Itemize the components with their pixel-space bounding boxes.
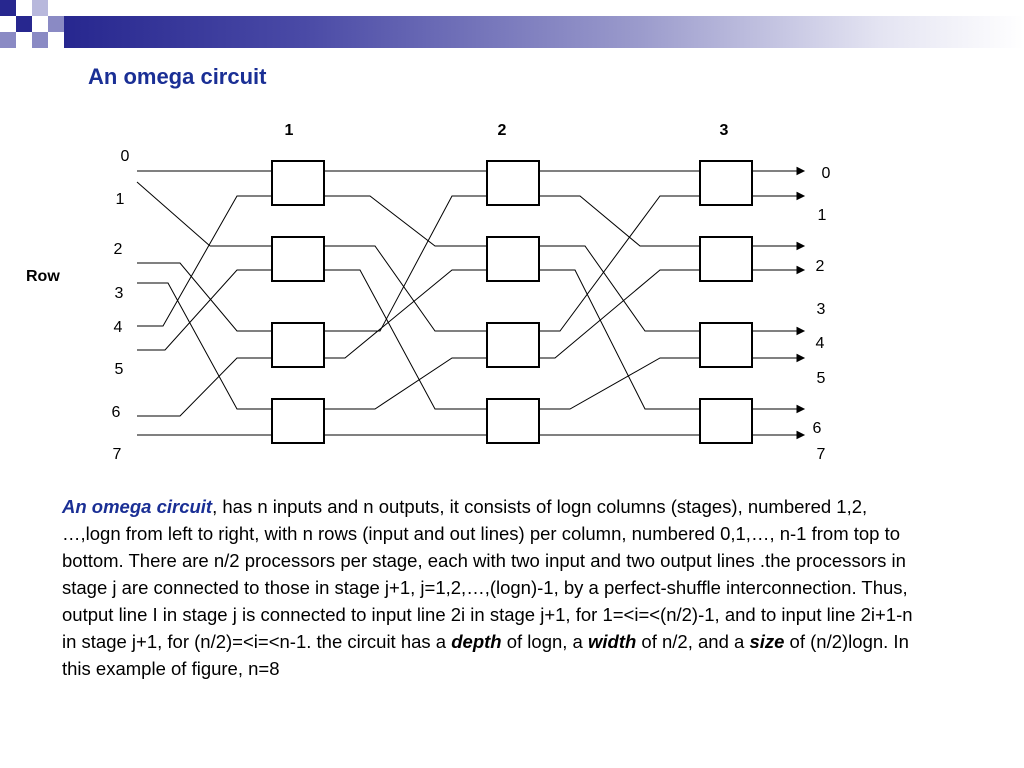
input-line-6 — [137, 357, 272, 417]
stage-labels: 1 2 3 — [285, 122, 729, 139]
arrowhead-icon — [796, 326, 806, 336]
shuffle-line — [539, 195, 700, 332]
decor-square — [48, 16, 64, 32]
shuffle-line — [324, 357, 487, 410]
decor-square — [0, 0, 16, 16]
input-row-label: 5 — [115, 361, 124, 378]
stage-label: 1 — [285, 122, 294, 139]
slide-title: An omega circuit — [88, 64, 267, 89]
description-text: of n/2, and a — [636, 631, 750, 652]
input-line-2 — [137, 262, 272, 332]
arrowhead-icon — [796, 353, 806, 363]
shuffle-line — [324, 269, 487, 410]
shuffle-line — [539, 269, 700, 410]
row-axis-label: Row — [26, 268, 60, 285]
shuffle-line — [324, 245, 487, 332]
shuffle-line — [539, 269, 700, 359]
decor-square — [32, 0, 48, 16]
input-line-5 — [137, 269, 272, 351]
arrowhead-icon — [796, 241, 806, 251]
input-line-1 — [136, 181, 211, 247]
omega-network-diagram: 1 2 3 0 1 2 3 4 5 6 7 0 1 2 3 4 5 6 7 — [112, 122, 831, 463]
processor-box — [271, 398, 325, 444]
connection-lines — [136, 170, 700, 436]
term-size: size — [749, 631, 785, 652]
output-row-label: 4 — [816, 335, 825, 352]
input-row-label: 0 — [121, 148, 130, 165]
term-width: width — [588, 631, 637, 652]
input-row-labels: 0 1 2 3 4 5 6 7 — [112, 148, 130, 463]
shuffle-line — [324, 269, 487, 359]
input-row-label: 3 — [115, 285, 124, 302]
arrowhead-icon — [796, 166, 806, 176]
description-text: of logn, a — [501, 631, 588, 652]
input-row-label: 6 — [112, 404, 121, 421]
output-row-label: 7 — [817, 446, 826, 463]
term-depth: depth — [451, 631, 502, 652]
arrowhead-icon — [796, 191, 806, 201]
stage-label: 2 — [498, 122, 507, 139]
processor-box — [699, 236, 753, 282]
decor-square — [0, 32, 16, 48]
arrowhead-icon — [796, 430, 806, 440]
output-row-labels: 0 1 2 3 4 5 6 7 — [813, 165, 831, 463]
shuffle-line — [539, 357, 700, 410]
input-row-label: 2 — [114, 241, 123, 258]
output-row-label: 0 — [822, 165, 831, 182]
description-text: of (n/2)logn. In this example of figure,… — [62, 631, 909, 679]
processor-box — [699, 160, 753, 206]
output-row-label: 5 — [817, 370, 826, 387]
processor-box — [486, 398, 540, 444]
arrowhead-icon — [796, 404, 806, 414]
stage-label: 3 — [720, 122, 729, 139]
output-row-label: 1 — [818, 207, 827, 224]
output-arrows — [752, 166, 806, 440]
processor-box — [486, 160, 540, 206]
description-text: , has n inputs and n outputs, it consist… — [62, 496, 913, 652]
term-omega-circuit: An omega circuit — [62, 496, 213, 517]
processor-box — [271, 160, 325, 206]
slide-header-decoration — [0, 0, 1024, 48]
processor-box — [271, 236, 325, 282]
input-line-4 — [137, 195, 272, 327]
description-paragraph: An omega circuit, has n inputs and n out… — [62, 493, 922, 682]
input-row-label: 4 — [114, 319, 123, 336]
processor-box — [271, 322, 325, 368]
processor-box — [486, 322, 540, 368]
output-row-label: 6 — [813, 420, 822, 437]
processor-box — [486, 236, 540, 282]
processor-box — [699, 398, 753, 444]
shuffle-line — [539, 195, 700, 247]
shuffle-line — [539, 245, 700, 332]
decor-square — [32, 32, 48, 48]
decor-square — [16, 16, 32, 32]
shuffle-line — [324, 195, 487, 247]
processor-boxes — [271, 160, 753, 444]
input-row-label: 7 — [113, 446, 122, 463]
shuffle-line — [324, 195, 487, 332]
processor-box — [699, 322, 753, 368]
output-row-label: 2 — [816, 258, 825, 275]
input-line-3 — [137, 282, 272, 410]
header-gradient-bar — [64, 16, 1024, 48]
input-row-label: 1 — [116, 191, 125, 208]
output-row-label: 3 — [817, 301, 826, 318]
arrowhead-icon — [796, 265, 806, 275]
